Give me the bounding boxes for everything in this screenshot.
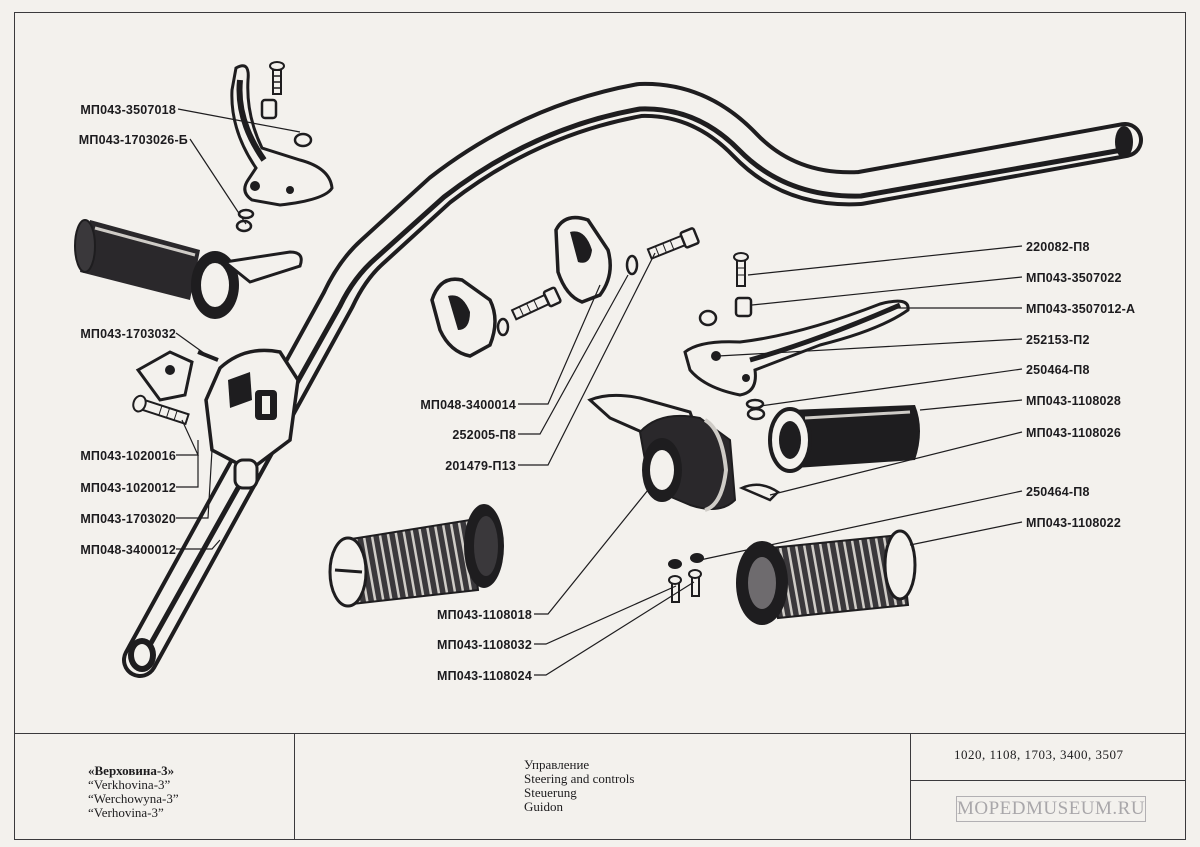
handlebar-clamp-left (430, 277, 562, 358)
part-label: 201479-П13 (445, 459, 516, 473)
handlebar-tube (122, 81, 1143, 678)
section-name: Управление (524, 757, 590, 772)
leader-line (751, 276, 1023, 306)
right-brake-lever (683, 252, 910, 421)
part-label: МП043-1020016 (80, 449, 176, 463)
leader-line (175, 332, 209, 357)
part-label: МП043-1108022 (1026, 516, 1121, 530)
handlebar-clamp-right (554, 215, 700, 304)
part-label: МП048-3400012 (80, 543, 176, 557)
part-label: МП043-1703026-Б (78, 133, 188, 147)
part-label: 220082-П8 (1026, 240, 1090, 254)
throttle-sleeve (768, 405, 920, 473)
model-name: “Werchowyna-3” (88, 791, 179, 806)
title-block-divider (910, 780, 1186, 781)
leader-line (177, 108, 301, 133)
leader-line (518, 252, 656, 466)
leader-line (176, 539, 221, 550)
title-block: «Верховина-3» “Verkhovina-3” “Werchowyna… (14, 733, 1186, 840)
left-clutch-lever (230, 64, 334, 207)
leader-line (518, 274, 629, 435)
right-rubber-grip (736, 529, 917, 625)
left-switch-housing (132, 348, 300, 490)
part-label: 252153-П2 (1026, 333, 1090, 347)
grip-screws (668, 553, 704, 603)
part-label: МП043-1020012 (80, 481, 176, 495)
leader-line (534, 489, 649, 615)
part-label: МП043-1703020 (80, 512, 176, 526)
leader-line (518, 284, 601, 405)
section-name: Steering and controls (524, 771, 635, 786)
leader-line (699, 490, 1023, 561)
leader-line (919, 399, 1023, 411)
section-names: Управление Steering and controls Steueru… (524, 758, 634, 814)
model-name: “Verhovina-3” (88, 805, 164, 820)
part-label: МП043-3507022 (1026, 271, 1122, 285)
part-label: МП043-1108026 (1026, 426, 1121, 440)
part-label: 250464-П8 (1026, 485, 1090, 499)
leader-line (759, 368, 1023, 407)
leader-line (189, 138, 247, 225)
part-label: МП043-3507018 (80, 103, 176, 117)
model-name: «Верховина-3» (88, 763, 175, 778)
group-codes: 1020, 1108, 1703, 3400, 3507 (954, 747, 1124, 762)
leader-line (176, 449, 213, 519)
leader-line (534, 581, 695, 676)
part-label: МП043-1703032 (80, 327, 176, 341)
throttle-housing (587, 393, 780, 512)
part-label: МП043-1108024 (437, 669, 532, 683)
model-name: “Verkhovina-3” (88, 777, 171, 792)
title-block-divider (294, 734, 295, 839)
lever-pin-screw (235, 61, 313, 233)
title-block-divider (910, 734, 911, 839)
watermark: MOPEDMUSEUM.RU (956, 796, 1146, 822)
leader-line (534, 585, 677, 645)
leader-line (176, 419, 199, 456)
section-name: Guidon (524, 799, 563, 814)
part-label: МП043-1108018 (437, 608, 532, 622)
part-label: МП043-1108028 (1026, 394, 1121, 408)
section-name: Steuerung (524, 785, 577, 800)
leader-line (769, 431, 1023, 496)
part-label: 252005-П8 (452, 428, 516, 442)
part-label: МП043-3507012-А (1026, 302, 1136, 316)
leader-line (909, 521, 1023, 546)
leader-line (717, 338, 1023, 357)
part-label: МП043-1108032 (437, 638, 532, 652)
drawing-frame (14, 12, 1186, 840)
leader-line (176, 440, 199, 488)
part-label: 250464-П8 (1026, 363, 1090, 377)
left-rubber-grip (328, 504, 504, 608)
model-names: «Верховина-3» “Verkhovina-3” “Werchowyna… (88, 764, 179, 820)
left-handle-grip (74, 219, 303, 319)
leader-line (747, 245, 1023, 276)
leader-lines (175, 108, 1023, 676)
part-label: МП048-3400014 (420, 398, 516, 412)
